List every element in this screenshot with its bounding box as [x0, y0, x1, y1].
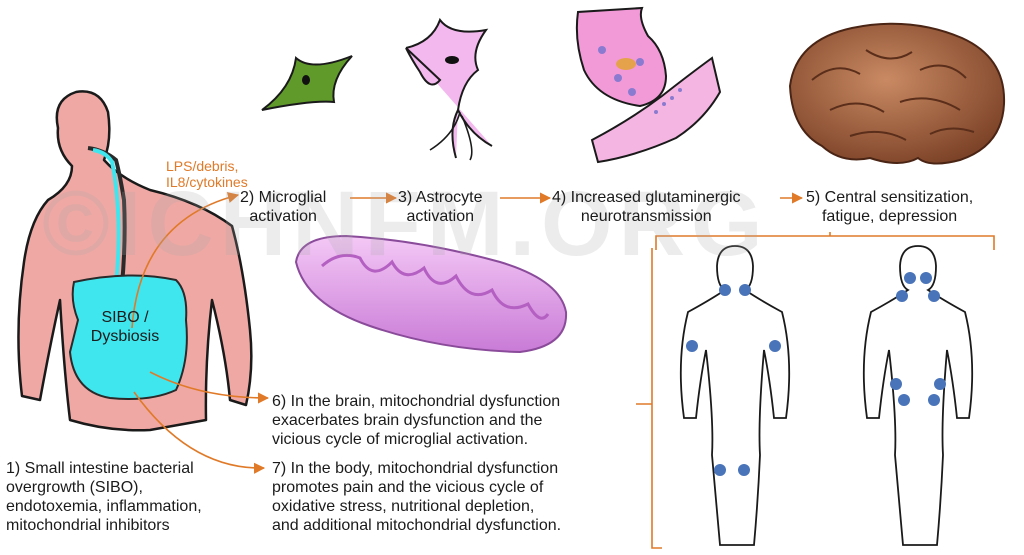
- brain-illustration: [788, 22, 1006, 165]
- arrow-gut-to-step6: [149, 371, 270, 404]
- step-5-label: 5) Central sensitization, fatigue, depre…: [806, 189, 974, 225]
- gut-label: SIBO / Dysbiosis: [90, 309, 160, 345]
- synapse-illustration: [575, 6, 722, 164]
- step-7-label: 7) In the body, mitochondrial dysfunctio…: [272, 460, 562, 534]
- watermark: ©ICHNFM.ORG: [42, 173, 769, 275]
- astrocyte-cell-illustration: [405, 17, 493, 161]
- step-6-label: 6) In the brain, mitochondrial dysfuncti…: [272, 393, 561, 448]
- step-3-label: 3) Astrocyte activation: [398, 189, 483, 225]
- mitochondrion-illustration: [294, 234, 568, 354]
- body-back-figure: [862, 245, 974, 546]
- arrow-gut-to-step7: [133, 391, 266, 474]
- step-4-label: 4) Increased glutaminergic neurotransmis…: [552, 189, 741, 225]
- body-front-figure: [679, 245, 791, 546]
- human-torso-illustration: [17, 90, 253, 432]
- arrow-gut-to-microglia: [131, 192, 240, 329]
- microglia-cell-illustration: [261, 55, 353, 111]
- arrows: [131, 192, 995, 549]
- step-2-label: 2) Microglial activation: [240, 189, 327, 225]
- toxin-label: LPS/debris, IL8/cytokines: [166, 158, 248, 190]
- bracket-body: [636, 248, 662, 549]
- step-1-label: 1) Small intestine bacterial overgrowth …: [6, 460, 202, 534]
- bracket-sensitization: [655, 232, 995, 250]
